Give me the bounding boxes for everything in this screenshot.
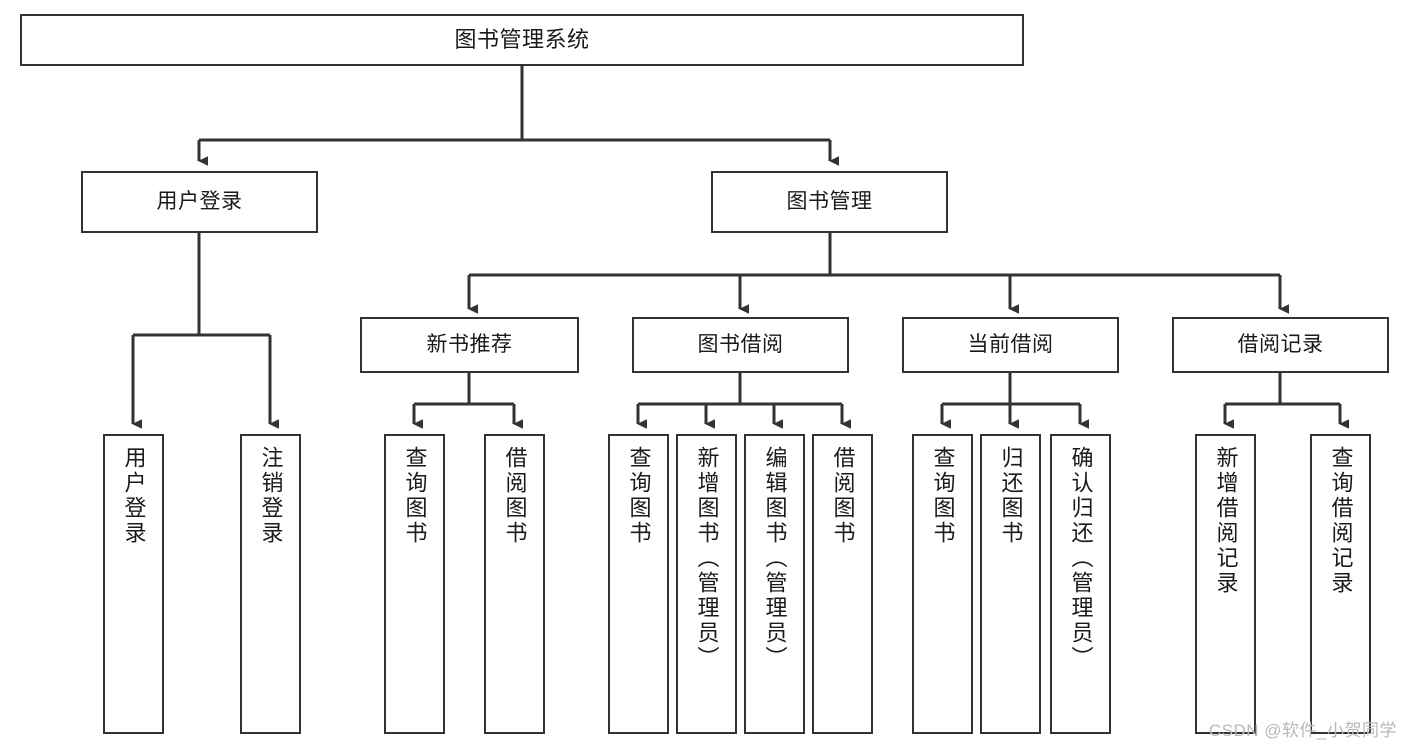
node-label: 借阅图书 [502,446,528,546]
leaf-new-book-borrow-book[interactable]: 借阅图书 [484,434,545,734]
node-current-borrow[interactable]: 当前借阅 [902,317,1119,373]
node-label: 新增图书（管理员） [694,446,720,671]
node-label: 新增借阅记录 [1213,446,1239,596]
csdn-watermark: CSDN @软件_小贺同学 [1208,721,1397,740]
node-label: 借阅图书 [830,446,856,546]
leaf-user-login-login[interactable]: 用户登录 [103,434,164,734]
node-new-book-recommend[interactable]: 新书推荐 [360,317,579,373]
node-user-login[interactable]: 用户登录 [81,171,318,233]
leaf-new-book-query-book[interactable]: 查询图书 [384,434,445,734]
leaf-current-borrow-return-book[interactable]: 归还图书 [980,434,1041,734]
node-book-borrow[interactable]: 图书借阅 [632,317,849,373]
node-label: 编辑图书（管理员） [762,446,788,671]
leaf-book-borrow-edit-book-admin[interactable]: 编辑图书（管理员） [744,434,805,734]
node-label: 注销登录 [258,446,284,546]
leaf-current-borrow-query-book[interactable]: 查询图书 [912,434,973,734]
node-label: 图书管理系统 [454,27,590,53]
leaf-borrow-record-query-record[interactable]: 查询借阅记录 [1310,434,1371,734]
node-label: 查询图书 [402,446,428,546]
leaf-current-borrow-confirm-return-admin[interactable]: 确认归还（管理员） [1050,434,1111,734]
node-label: 用户登录 [156,189,243,213]
node-label: 查询借阅记录 [1328,446,1354,596]
leaf-borrow-record-add-record[interactable]: 新增借阅记录 [1195,434,1256,734]
node-borrow-record[interactable]: 借阅记录 [1172,317,1389,373]
node-label: 当前借阅 [967,332,1054,356]
node-book-management[interactable]: 图书管理 [711,171,948,233]
node-label: 查询图书 [626,446,652,546]
node-label: 图书借阅 [697,332,784,356]
node-root-book-management-system[interactable]: 图书管理系统 [20,14,1024,66]
node-label: 确认归还（管理员） [1068,446,1094,671]
node-label: 归还图书 [998,446,1024,546]
node-label: 新书推荐 [426,332,513,356]
node-label: 用户登录 [121,446,147,546]
node-label: 图书管理 [786,189,873,213]
node-label: 借阅记录 [1237,332,1324,356]
leaf-book-borrow-add-book-admin[interactable]: 新增图书（管理员） [676,434,737,734]
leaf-book-borrow-borrow-book[interactable]: 借阅图书 [812,434,873,734]
leaf-user-login-logout[interactable]: 注销登录 [240,434,301,734]
leaf-book-borrow-query-book[interactable]: 查询图书 [608,434,669,734]
node-label: 查询图书 [930,446,956,546]
